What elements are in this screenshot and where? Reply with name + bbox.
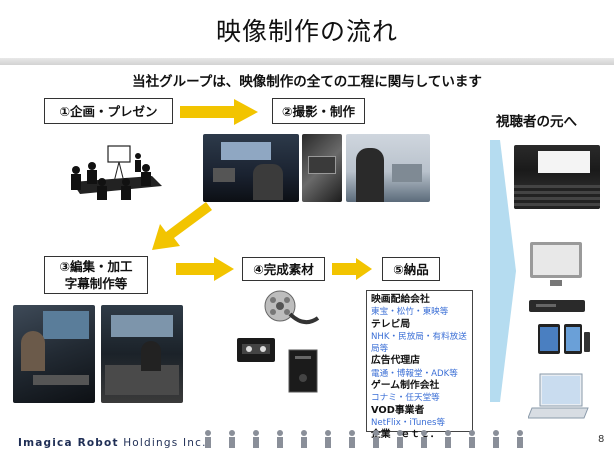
tablet-smartphone-icon [538, 324, 590, 354]
dist-category: テレビ局 [371, 318, 411, 330]
dist-category: 企業 ｅｔｃ． [371, 429, 440, 441]
title-divider [0, 58, 614, 65]
company-logo-text: Imagica Robot Holdings Inc. [18, 437, 207, 449]
location-shoot-photo [346, 134, 430, 202]
page-subtitle: 当社グループは、映像制作の全ての工程に関与しています [132, 74, 482, 90]
large-arrow-right-icon [490, 140, 516, 402]
camera-photo [302, 134, 342, 202]
step-planning: ①企画・プレゼン [44, 98, 173, 124]
dist-detail: 東宝・松竹・東映等 [371, 307, 449, 318]
dist-category: VOD事業者 [371, 404, 425, 416]
dist-category: 映画配給会社 [371, 294, 430, 305]
viewers-heading: 視聴者の元へ [496, 114, 577, 130]
dist-category: 広告代理店 [371, 355, 420, 367]
step-finished-material: ④完成素材 [242, 257, 325, 281]
step-editing-line2: 字幕制作等 [64, 276, 128, 291]
arrow-down-left-icon [152, 202, 212, 250]
video-tape-icon [237, 338, 275, 362]
distribution-list: 映画配給会社 東宝・松竹・東映等 テレビ局 NHK・民放局・有料放送局等 広告代… [366, 290, 473, 440]
arrow-right-icon [176, 257, 234, 281]
step-shooting: ②撮影・制作 [272, 98, 365, 124]
arrow-right-icon [180, 99, 258, 125]
television-icon [530, 242, 582, 286]
arrow-right-icon [332, 258, 372, 280]
dist-category: ゲーム制作会社 [371, 380, 440, 392]
step-editing: ③編集・加工 字幕制作等 [44, 256, 148, 294]
brand-bold: Imagica Robot [18, 437, 119, 449]
laptop-icon [528, 373, 589, 419]
recorder-device-icon [529, 300, 585, 312]
film-reel-icon [264, 290, 320, 325]
dist-detail: コナミ・任天堂等 [371, 393, 440, 404]
step-editing-line1: ③編集・加工 [59, 259, 133, 274]
meeting-illustration [71, 145, 162, 200]
studio-photo [203, 134, 299, 202]
dist-detail: NetFlix・iTunes等 [371, 417, 446, 428]
brand-rest: Holdings Inc. [118, 437, 207, 449]
server-icon [288, 349, 318, 393]
mixing-console-photo [101, 305, 183, 403]
page-number: 8 [598, 434, 605, 445]
dist-detail: NHK・民放局・有料放送局等 [371, 331, 467, 355]
cinema-theater-image [514, 145, 600, 209]
page-title: 映像制作の流れ [215, 17, 398, 46]
step-delivery: ⑤納品 [382, 257, 440, 281]
editing-room-photo [13, 305, 95, 403]
people-figures-decoration [205, 430, 523, 448]
dist-detail: 電通・博報堂・ADK等 [371, 368, 458, 379]
